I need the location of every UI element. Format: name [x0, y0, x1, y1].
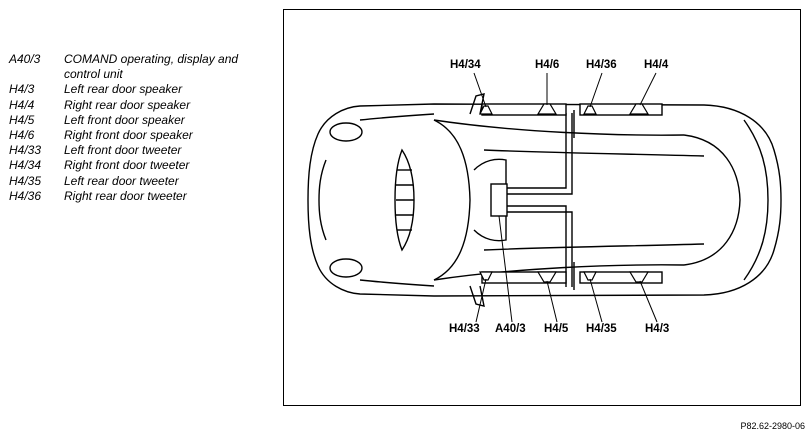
speaker-symbols	[479, 103, 650, 283]
car-body	[307, 93, 782, 307]
legend-description: Right front door tweeter	[64, 158, 190, 173]
legend-code: H4/5	[9, 112, 35, 127]
legend-code: A40/3	[9, 52, 41, 66]
legend-description: Left front door speaker	[64, 112, 185, 127]
wire-front-lower-inner	[507, 211, 573, 287]
callout-h4-34: H4/34	[450, 59, 481, 71]
speaker-bar-right-rear	[579, 103, 663, 116]
hood-line-top	[359, 113, 435, 121]
legend-code: H4/36	[9, 188, 42, 203]
figure-reference: P82.62-2980-06	[740, 421, 805, 431]
speaker-wiring	[481, 103, 663, 287]
leader-line	[498, 215, 513, 323]
legend-code: H4/35	[9, 173, 42, 188]
wire-front-upper	[507, 113, 567, 189]
legend-row-h4-34: H4/34 Right front door tweeter	[9, 158, 269, 173]
legend-row-h4-3: H4/3 Left rear door speaker	[9, 82, 269, 97]
callout-h4-6: H4/6	[535, 59, 560, 71]
legend-row-h4-5: H4/5 Left front door speaker	[9, 113, 269, 128]
leader-line	[639, 72, 657, 106]
callout-h4-4: H4/4	[644, 59, 669, 71]
speaker-icon	[583, 105, 597, 115]
callout-h4-3: H4/3	[645, 323, 670, 335]
leader-line	[473, 72, 487, 108]
leader-line	[475, 278, 487, 323]
legend-description: Left rear door speaker	[64, 82, 183, 97]
speaker-bar-left-rear	[579, 271, 663, 284]
comand-unit	[490, 183, 508, 217]
wire-front-lower	[507, 205, 567, 287]
callout-h4-33: H4/33	[449, 323, 480, 335]
legend-description: Right rear door tweeter	[64, 188, 187, 203]
headlamp-right	[329, 122, 363, 142]
leader-line	[589, 278, 603, 323]
leader-lines	[473, 72, 658, 323]
headlamp-left	[329, 258, 363, 278]
callout-a40-3: A40/3	[495, 323, 526, 335]
legend-row-h4-33: H4/33 Left front door tweeter	[9, 143, 269, 158]
legend-code: H4/3	[9, 82, 35, 97]
car-top-view-diagram	[307, 72, 782, 323]
component-legend: A40/3 COMAND operating, display and contr…	[9, 52, 269, 204]
legend-code: H4/33	[9, 143, 42, 158]
legend-code: H4/6	[9, 128, 35, 143]
legend-row-h4-6: H4/6 Right front door speaker	[9, 128, 269, 143]
legend-row-h4-36: H4/36 Right rear door tweeter	[9, 189, 269, 204]
speaker-icon	[628, 103, 650, 115]
callout-h4-36: H4/36	[586, 59, 617, 71]
speaker-icon	[479, 271, 493, 281]
windshield	[433, 119, 471, 281]
legend-row-h4-35: H4/35 Left rear door tweeter	[9, 174, 269, 189]
speaker-icon	[583, 271, 597, 281]
legend-description: Left front door tweeter	[64, 143, 182, 158]
leader-line	[546, 280, 558, 323]
diagram-frame: H4/34 H4/6 H4/36 H4/4 H4/33 A40/3 H4/5 H…	[283, 9, 801, 406]
legend-row-h4-4: H4/4 Right rear door speaker	[9, 98, 269, 113]
car-outline	[307, 103, 782, 297]
speaker-icon	[536, 103, 558, 115]
leader-line	[639, 280, 658, 323]
speaker-bar-left-front	[481, 271, 567, 284]
roof-line-top	[483, 149, 705, 157]
callout-h4-5: H4/5	[544, 323, 569, 335]
speaker-icon	[536, 271, 558, 283]
roof-line-bottom	[483, 243, 705, 251]
hood-line-bottom	[359, 279, 435, 287]
leader-line	[589, 72, 603, 108]
legend-code: H4/34	[9, 158, 42, 173]
legend-description: Left rear door tweeter	[64, 173, 179, 188]
speaker-icon	[628, 271, 650, 283]
cabin-top-edge	[433, 119, 685, 136]
wire-front-upper-inner	[507, 113, 573, 195]
legend-description: Right rear door speaker	[64, 97, 191, 112]
legend-description: COMAND operating, display and control un…	[64, 52, 239, 82]
cabin-bottom-edge	[433, 264, 685, 281]
tailgate-edge	[743, 119, 769, 281]
rear-window	[683, 134, 741, 266]
speaker-icon	[479, 105, 493, 115]
legend-description: Right front door speaker	[64, 128, 193, 143]
legend-code: H4/4	[9, 97, 35, 112]
front-bumper	[318, 159, 327, 241]
callout-h4-35: H4/35	[586, 323, 617, 335]
grille	[394, 148, 415, 252]
legend-row-a40-3: A40/3 COMAND operating, display and contr…	[9, 52, 269, 82]
